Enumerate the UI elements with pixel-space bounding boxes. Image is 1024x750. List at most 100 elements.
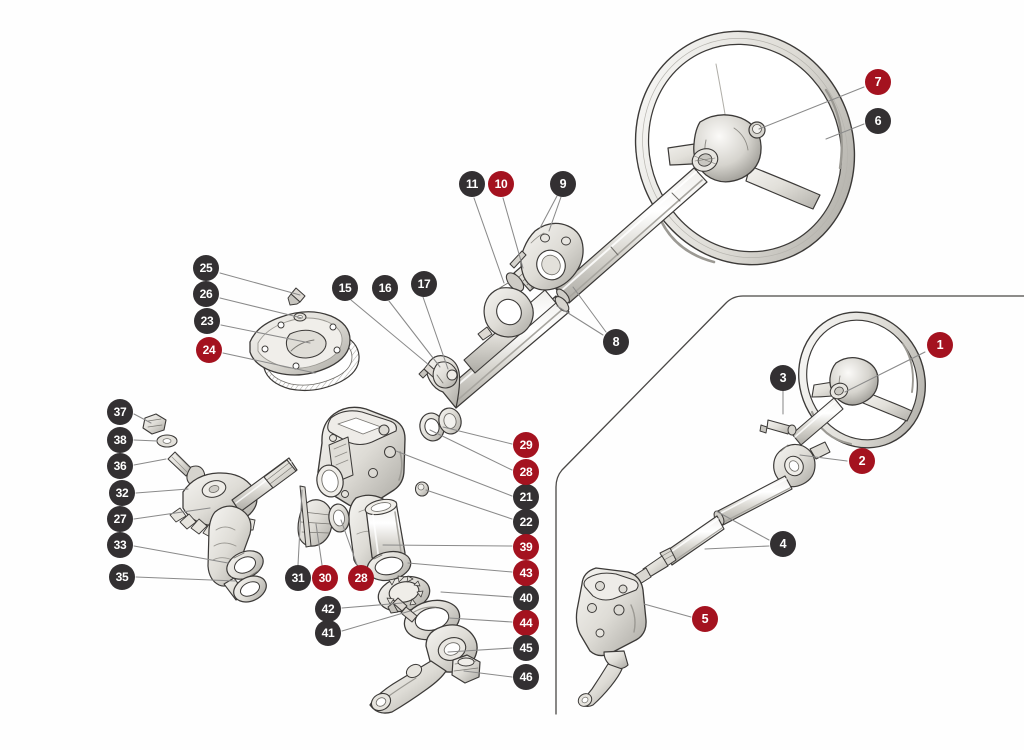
callout-badge-7[interactable]: 7	[865, 69, 891, 95]
leader-line-30	[315, 523, 323, 566]
callout-badge-39[interactable]: 39	[513, 534, 539, 560]
leader-line-16	[388, 300, 441, 368]
callout-badge-16[interactable]: 16	[372, 275, 398, 301]
callout-badge-4[interactable]: 4	[770, 531, 796, 557]
leader-line-41	[341, 610, 411, 632]
leader-line-6	[825, 123, 865, 140]
steering-wheel-inset	[791, 311, 926, 449]
leader-line-1	[844, 351, 926, 393]
callout-badge-27[interactable]: 27	[107, 506, 133, 532]
lock-washer-part40	[377, 575, 431, 613]
leader-line-37	[133, 413, 152, 424]
leader-line-7	[758, 86, 865, 130]
callout-badge-31[interactable]: 31	[285, 565, 311, 591]
callout-badge-3[interactable]: 3	[770, 365, 796, 391]
callout-badge-36[interactable]: 36	[107, 453, 133, 479]
leader-line-10	[502, 197, 524, 269]
callout-badge-25[interactable]: 25	[193, 255, 219, 281]
steering-box-housing	[316, 406, 406, 573]
callout-badge-9[interactable]: 9	[550, 171, 576, 197]
leader-line-33	[133, 545, 229, 564]
callout-badge-32[interactable]: 32	[109, 480, 135, 506]
leader-line-9	[539, 195, 558, 229]
leader-line-42	[341, 602, 403, 609]
steering-box-inset-part5	[575, 567, 647, 708]
column-cover-plate	[249, 287, 360, 392]
leader-line-25	[219, 272, 301, 296]
leader-line-45	[447, 647, 513, 653]
leader-line-38	[133, 439, 158, 442]
leader-line-32	[135, 488, 189, 494]
callout-badge-5[interactable]: 5	[692, 606, 718, 632]
callout-badge-37[interactable]: 37	[107, 399, 133, 425]
leader-line-35	[135, 576, 237, 582]
leader-line-44	[448, 617, 513, 623]
column-bracket-part9	[509, 222, 584, 291]
leader-line-23	[220, 324, 311, 344]
callout-badge-15[interactable]: 15	[332, 275, 358, 301]
leader-line-17	[422, 296, 449, 370]
clamp-ring-part11	[477, 282, 534, 341]
callout-badge-26[interactable]: 26	[193, 281, 219, 307]
leader-line-39	[382, 544, 513, 547]
callout-badge-35[interactable]: 35	[109, 564, 135, 590]
leader-line-4	[704, 545, 770, 550]
leader-line-4	[715, 510, 770, 541]
callout-badge-11[interactable]: 11	[459, 171, 485, 197]
callout-badge-45[interactable]: 45	[513, 635, 539, 661]
leader-line-8	[556, 305, 604, 336]
ball-pin-part22	[414, 481, 430, 497]
leader-line-46	[463, 670, 513, 678]
leader-line-9	[548, 196, 562, 232]
leader-lines	[133, 86, 926, 678]
leader-line-11	[473, 197, 505, 284]
leader-line-27	[133, 507, 211, 520]
callout-badge-46[interactable]: 46	[513, 664, 539, 690]
callout-badge-24[interactable]: 24	[196, 337, 222, 363]
leader-line-29	[442, 426, 513, 445]
callout-badge-1[interactable]: 1	[927, 332, 953, 358]
leader-line-8	[572, 286, 607, 333]
drop-arm-part45	[369, 624, 478, 714]
leader-line-21	[395, 450, 513, 497]
callout-badge-43[interactable]: 43	[513, 560, 539, 586]
screws-41-42	[387, 597, 418, 623]
column-shafts-part4	[626, 475, 793, 590]
nut-part46	[451, 654, 481, 684]
callout-badge-10[interactable]: 10	[488, 171, 514, 197]
callout-badge-28[interactable]: 28	[513, 459, 539, 485]
callout-badge-23[interactable]: 23	[194, 308, 220, 334]
leader-line-26	[219, 297, 303, 319]
leader-line-22	[425, 489, 513, 520]
pinch-bolt-part3	[759, 419, 797, 436]
steering-shaft-assembly	[142, 413, 298, 603]
small-fasteners-15-16-17	[418, 361, 458, 389]
callout-badge-8[interactable]: 8	[603, 329, 629, 355]
upper-bearings-28-29	[419, 407, 462, 442]
callout-badge-29[interactable]: 29	[513, 432, 539, 458]
leader-line-43	[407, 562, 513, 573]
callout-badge-40[interactable]: 40	[513, 585, 539, 611]
callout-badge-42[interactable]: 42	[315, 596, 341, 622]
callout-badge-22[interactable]: 22	[513, 509, 539, 535]
callout-badge-33[interactable]: 33	[107, 532, 133, 558]
callout-badge-30[interactable]: 30	[312, 565, 338, 591]
callout-badge-21[interactable]: 21	[513, 484, 539, 510]
leader-line-31	[297, 489, 303, 566]
leader-line-2	[799, 454, 848, 462]
leader-line-24	[222, 352, 316, 374]
steering-wheel-main	[555, 30, 856, 304]
callout-badge-6[interactable]: 6	[865, 108, 891, 134]
callout-badge-44[interactable]: 44	[513, 610, 539, 636]
leader-line-28	[340, 519, 358, 566]
leader-line-15	[350, 299, 430, 366]
callout-badge-41[interactable]: 41	[315, 620, 341, 646]
callout-badge-2[interactable]: 2	[849, 448, 875, 474]
callout-badge-17[interactable]: 17	[411, 271, 437, 297]
leader-line-5	[643, 603, 692, 618]
leader-line-40	[440, 591, 513, 598]
callout-badge-38[interactable]: 38	[107, 427, 133, 453]
callout-badge-28[interactable]: 28	[348, 565, 374, 591]
